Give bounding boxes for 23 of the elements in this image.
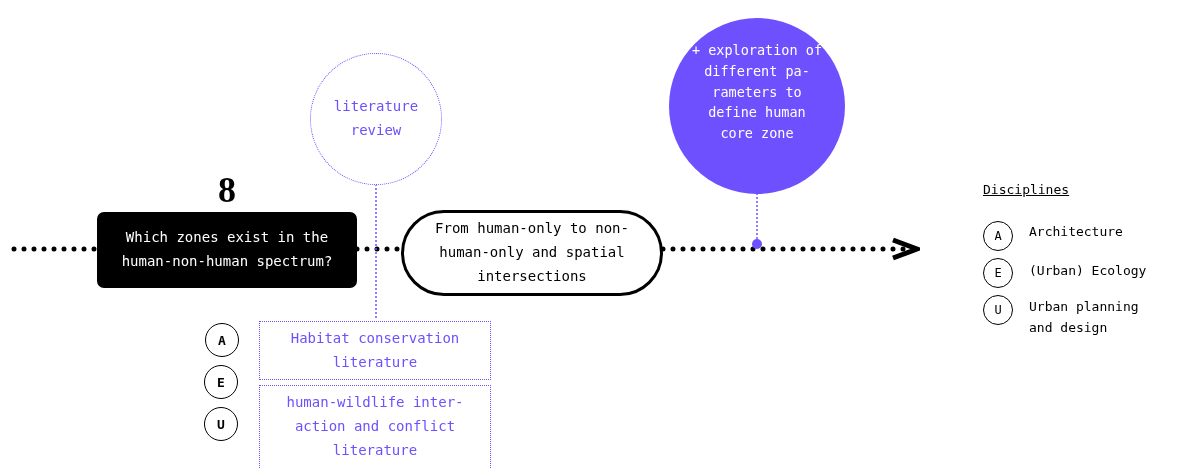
question-box: [97, 212, 357, 288]
node-text: literature review: [332, 97, 420, 140]
legend-text: Architecture: [1029, 223, 1124, 241]
leader-line: [756, 193, 758, 240]
source-box: [259, 385, 491, 468]
legend-text: Urban planning and design: [1029, 298, 1140, 337]
node-text: From human-only to non-human-only and spatial intersections: [434, 219, 630, 286]
badge-letter: A: [218, 333, 226, 347]
step-number: 8: [217, 170, 237, 210]
discipline-badge: [204, 365, 238, 399]
node-text: Which zones exist in the human-non-human spectrum?: [120, 228, 334, 271]
discipline-badge: [204, 407, 238, 441]
legend-title: Disciplines: [983, 182, 1070, 197]
timeline-arrow: [660, 237, 921, 261]
legend-text: (Urban) Ecology: [1029, 262, 1148, 280]
source-box: [259, 321, 491, 380]
node-text: + exploration of different pa- rameters to define human core zone: [691, 40, 823, 144]
badge-letter: E: [217, 375, 225, 389]
badge-letter: U: [217, 417, 225, 431]
node-text: Habitat conservation literature: [289, 328, 461, 372]
node-text: human-wildlife inter- action and conflict literature: [285, 393, 465, 460]
circle-marker: [752, 239, 762, 249]
discipline-badge: [205, 323, 239, 357]
